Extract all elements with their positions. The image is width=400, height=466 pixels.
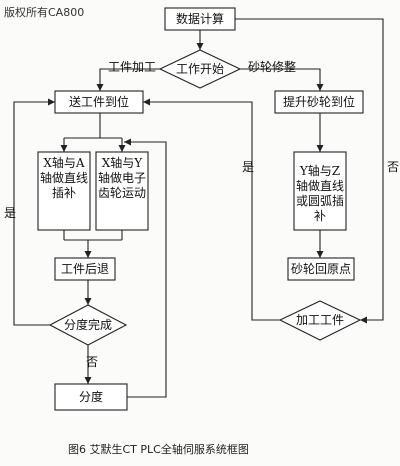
label-work-start: 工作开始 (175, 62, 224, 76)
edge-label-yes-left: 是 (4, 206, 17, 220)
node-workpiece-back (54, 257, 116, 281)
edge-done-yes-loop (13, 98, 55, 326)
watermark: 版权所有CA800 (4, 6, 85, 19)
label-wheel-home: 砂轮回原点 (290, 262, 351, 276)
label-lift-wheel: 提升砂轮到位 (282, 95, 355, 109)
label-machining-part: 加工工件 (295, 313, 344, 327)
label-yz-interp: Y轴与Z轴做直线或圆弧插补 (296, 164, 345, 223)
edge-label-workpiece-machining: 工件加工 (108, 60, 157, 74)
figure-caption: 图6 艾默生CT PLC全轴伺服系统框图 (68, 443, 249, 456)
label-xy-gear: X轴与Y轴做电子齿轮运动 (98, 156, 147, 200)
edge-machining-yes-loop (143, 98, 280, 321)
edge-start-to-feed (96, 68, 160, 91)
label-index-done: 分度完成 (63, 318, 112, 332)
node-wheel-home (287, 257, 355, 281)
edge-label-no-right: 否 (387, 160, 400, 174)
edge-calc-to-machining (235, 18, 384, 324)
edge-label-wheel-dressing: 砂轮修整 (248, 60, 297, 74)
label-feed-to-position: 送工件到位 (68, 95, 129, 109)
edge-label-no-bottom: 否 (86, 355, 99, 369)
node-lift-wheel (274, 90, 364, 114)
label-index: 分度 (78, 390, 103, 404)
edge-index-loop (124, 138, 167, 398)
label-data-calc: 数据计算 (175, 12, 224, 26)
node-machining-part (278, 300, 362, 341)
label-workpiece-back: 工件后退 (60, 262, 109, 276)
node-work-start (158, 49, 242, 89)
node-xa-interp (37, 151, 91, 231)
label-xa-interp: X轴与A轴做直线插补 (40, 156, 89, 200)
edge-start-to-lift (240, 68, 324, 91)
edge-label-yes-mid: 是 (242, 160, 255, 174)
